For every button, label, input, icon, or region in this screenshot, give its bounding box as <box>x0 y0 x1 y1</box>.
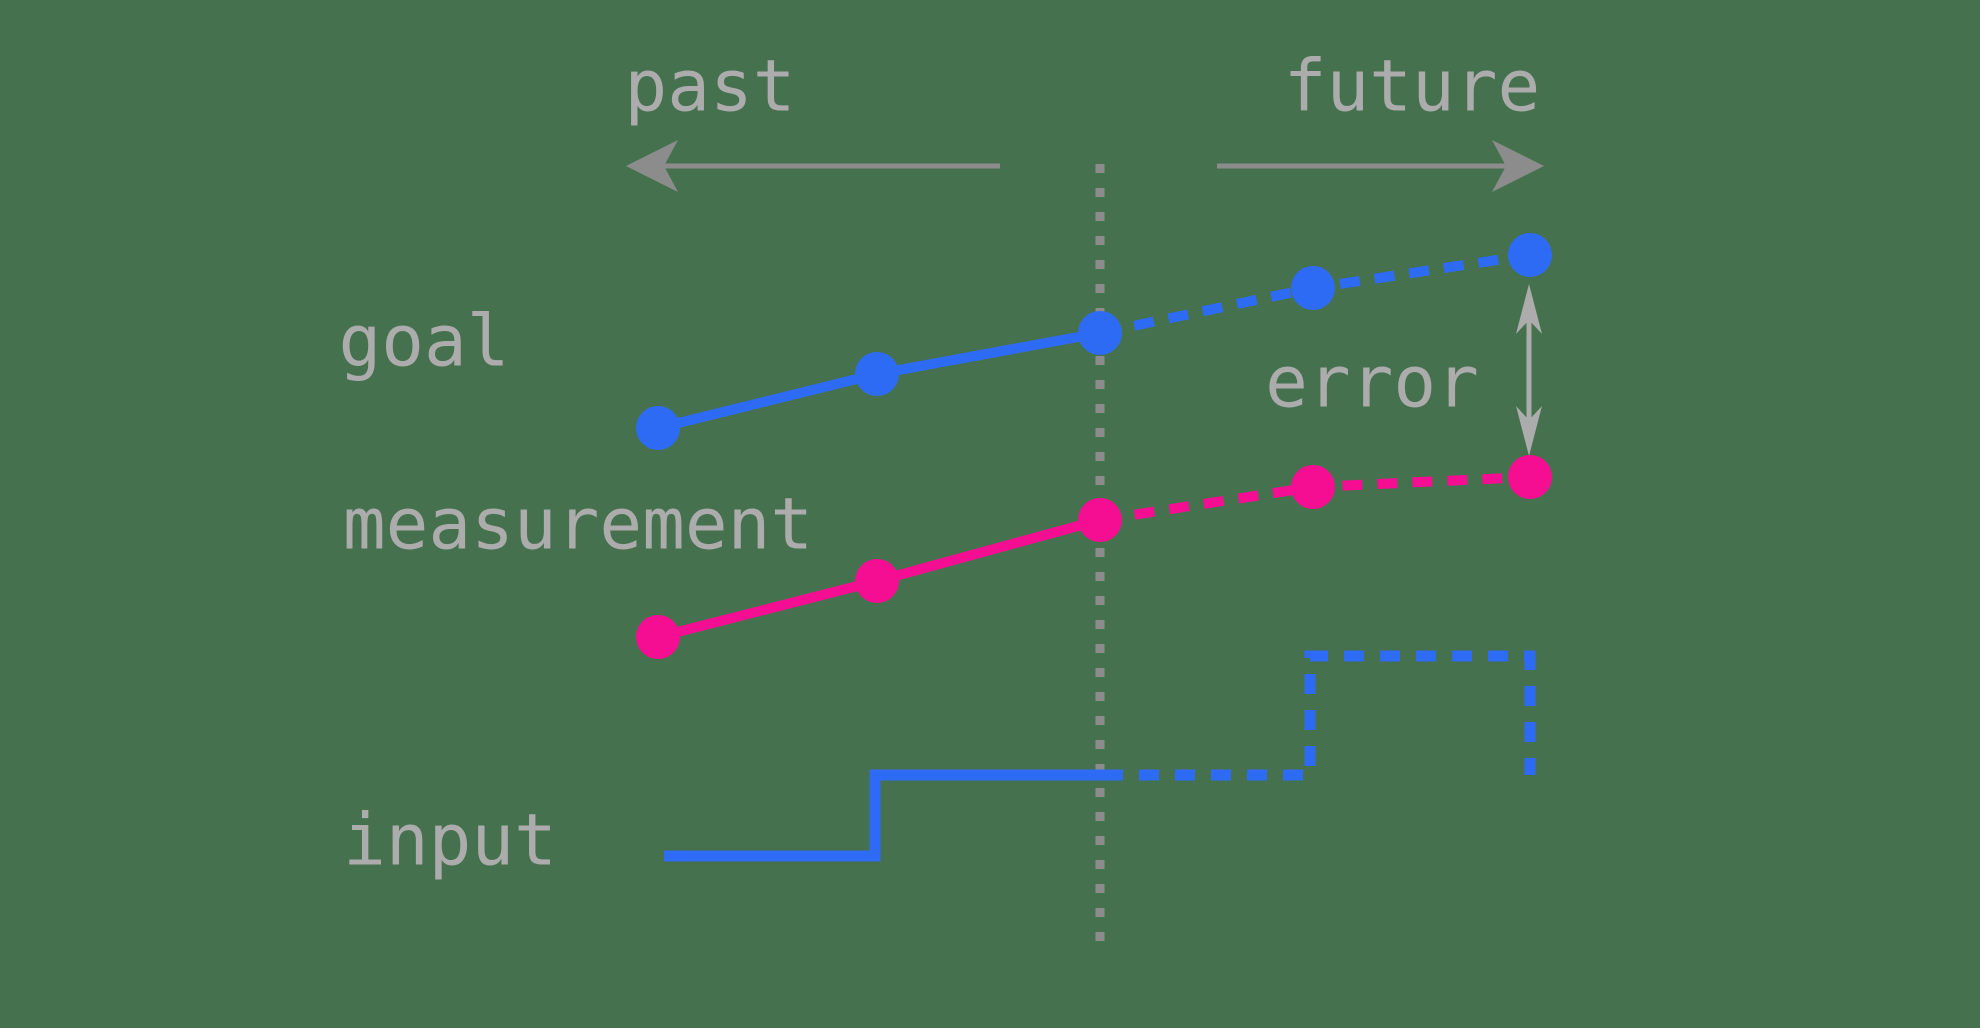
measurement-point <box>1078 498 1122 542</box>
measurement-point <box>1508 455 1552 499</box>
input-step-line-dashed <box>1103 650 1536 781</box>
label-error: error <box>1265 340 1479 424</box>
measurement-point <box>855 559 899 603</box>
goal-point <box>1078 311 1122 355</box>
label-input: input <box>343 798 557 882</box>
goal-point <box>855 352 899 396</box>
goal-point <box>1508 233 1552 277</box>
error-arrowhead-down-icon <box>1516 406 1542 456</box>
measurement-point <box>1291 465 1335 509</box>
goal-point <box>1291 266 1335 310</box>
measurement-point <box>636 615 680 659</box>
future-arrow-arrowhead-icon <box>1492 140 1544 192</box>
error-arrowhead-up-icon <box>1516 284 1542 334</box>
label-measurement: measurement <box>342 482 814 566</box>
label-future: future <box>1283 44 1541 128</box>
label-past: past <box>624 44 796 128</box>
goal-point <box>636 406 680 450</box>
past-arrow-arrowhead-icon <box>626 140 678 192</box>
label-goal: goal <box>338 299 510 383</box>
input-step-line-solid <box>664 769 1103 862</box>
